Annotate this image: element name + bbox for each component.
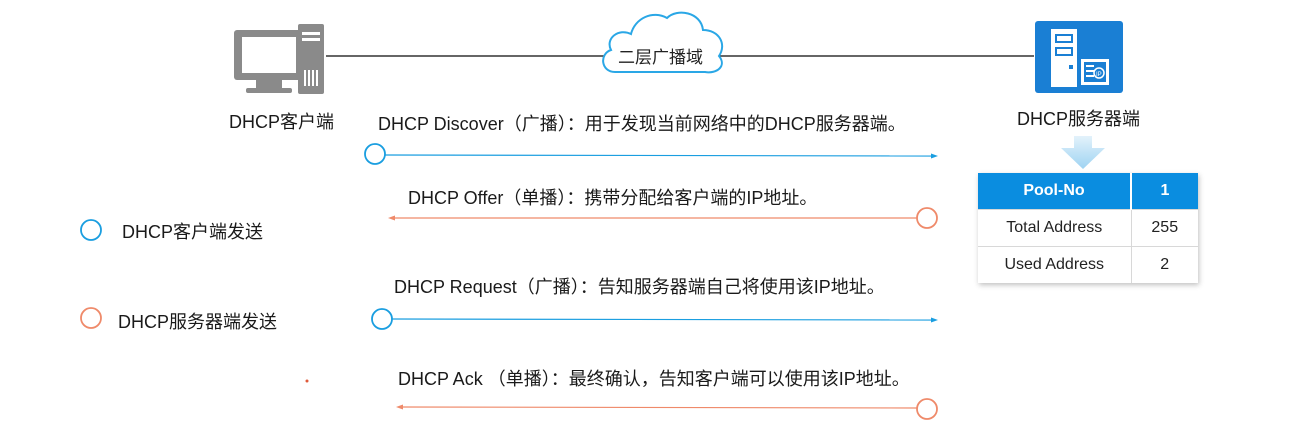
- legend-server-label: DHCP服务器端发送: [118, 312, 278, 332]
- pool-no-value: 1: [1131, 173, 1198, 210]
- request-arrow: [371, 308, 938, 330]
- offer-message: DHCP Offer（单播）：携带分配给客户端的IP地址。: [408, 188, 818, 208]
- used-address-value: 2: [1131, 246, 1198, 283]
- table-row: Total Address 255: [978, 209, 1198, 247]
- cloud-icon: [602, 11, 724, 74]
- discover-arrow: [364, 143, 938, 165]
- legend-client-marker: [80, 219, 102, 241]
- used-address-label: Used Address: [978, 246, 1132, 283]
- ack-message: DHCP Ack （单播）：最终确认，告知客户端可以使用该IP地址。: [398, 369, 910, 389]
- discover-message: DHCP Discover（广播）：用于发现当前网络中的DHCP服务器端。: [378, 114, 906, 134]
- total-address-label: Total Address: [978, 209, 1132, 247]
- offer-arrow: [388, 207, 938, 229]
- address-pool-table: Pool-No 1 Total Address 255 Used Address…: [978, 173, 1198, 283]
- pool-no-header: Pool-No: [978, 173, 1132, 210]
- computer-icon: [234, 24, 324, 94]
- table-row: Used Address 2: [978, 246, 1198, 283]
- svg-text:IP: IP: [1096, 72, 1102, 78]
- request-message: DHCP Request（广播）：告知服务器端自己将使用该IP地址。: [394, 277, 885, 297]
- client-label: DHCP客户端: [229, 112, 335, 132]
- down-arrow-icon: [1061, 136, 1105, 169]
- ip-server-icon: IP: [1035, 21, 1123, 93]
- legend-client-label: DHCP客户端发送: [122, 222, 264, 242]
- ack-arrow: [396, 398, 938, 420]
- legend-server-marker: [80, 307, 102, 329]
- server-label: DHCP服务器端: [1017, 109, 1141, 129]
- broadcast-domain-label: 二层广播域: [618, 48, 703, 67]
- total-address-value: 255: [1131, 209, 1198, 247]
